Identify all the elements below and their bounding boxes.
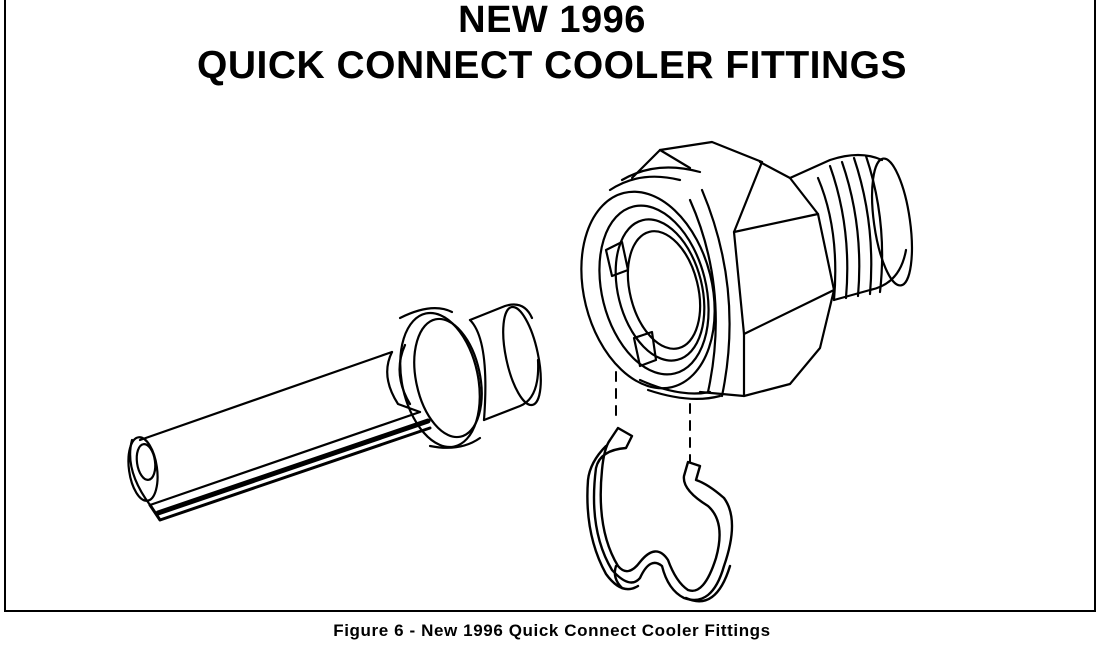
figure-title-line-1: NEW 1996 <box>458 0 646 41</box>
quick-connect-fitting <box>580 140 914 400</box>
retaining-clip <box>586 426 734 603</box>
figure-frame <box>4 0 1096 612</box>
leader-lines <box>615 371 691 463</box>
tube-end-fitting <box>127 303 542 522</box>
figure-caption: Figure 6 - New 1996 Quick Connect Cooler… <box>333 621 771 640</box>
figure-title-line-2: QUICK CONNECT COOLER FITTINGS <box>197 44 907 87</box>
